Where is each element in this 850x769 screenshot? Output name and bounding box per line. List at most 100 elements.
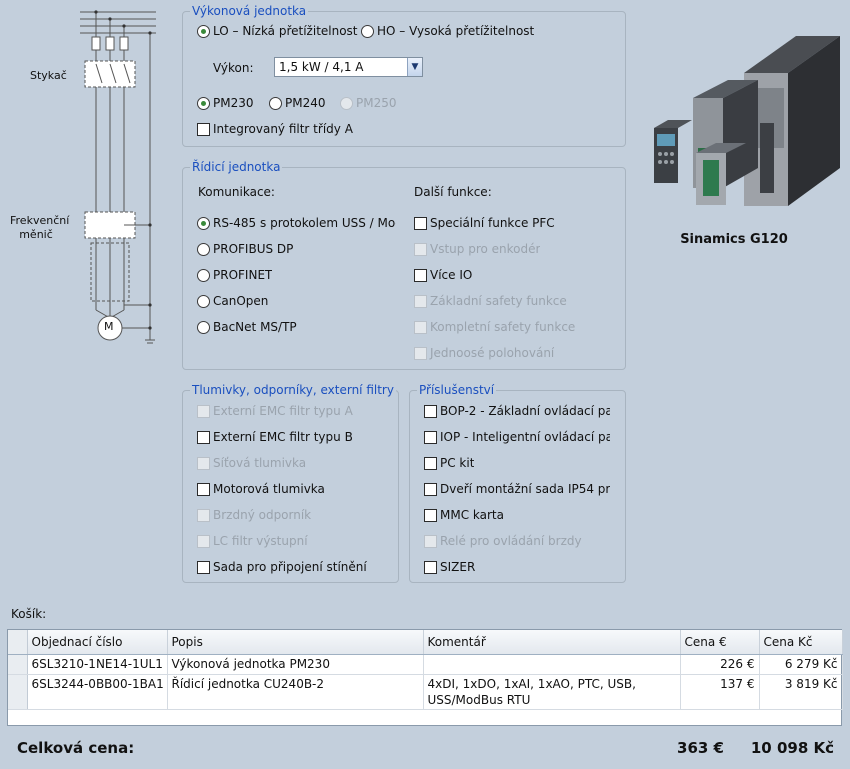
acc-door-kit-checkbox[interactable]: Dveří montážní sada IP54 pro BOP — [424, 481, 610, 497]
checkbox-box[interactable] — [424, 508, 437, 522]
column-header-comment[interactable]: Komentář — [423, 630, 681, 655]
function-pfc-checkbox[interactable]: Speciální funkce PFC — [414, 215, 555, 231]
cell-price-czk[interactable]: 3 819 Kč — [759, 674, 843, 710]
checkbox-box — [197, 404, 210, 418]
accessories-group: Příslušenství — [409, 383, 626, 583]
radio-circle[interactable] — [197, 268, 210, 282]
acc-sizer-checkbox[interactable]: SIZER — [424, 559, 475, 575]
acc-door-kit-label: Dveří montážní sada IP54 pro BOP — [440, 482, 610, 496]
integrated-filter-checkbox[interactable]: Integrovaný filtr třídy A — [197, 121, 353, 137]
row-header[interactable] — [8, 674, 28, 710]
checkbox-box — [414, 320, 427, 334]
comm-bacnet-radio[interactable]: BacNet MS/TP — [197, 319, 297, 335]
overload-ho-radio[interactable]: HO – Vysoká přetížitelnost — [361, 23, 534, 39]
checkbox-box[interactable] — [424, 560, 437, 574]
pm250-radio: PM250 — [340, 95, 397, 111]
checkbox-box[interactable] — [424, 456, 437, 470]
checkbox-box[interactable] — [424, 404, 437, 418]
table-row[interactable]: 6SL3210-1NE14-1UL1 Výkonová jednotka PM2… — [8, 654, 843, 675]
comm-canopen-label: CanOpen — [213, 294, 269, 308]
acc-iop-checkbox[interactable]: IOP - Inteligentní ovládací panel — [424, 429, 610, 445]
checkbox-box[interactable] — [197, 482, 210, 496]
cell-comment[interactable]: 4xDI, 1xDO, 1xAI, 1xAO, PTC, USB, USS/Mo… — [423, 674, 681, 710]
column-header-description[interactable]: Popis — [167, 630, 424, 655]
comm-bacnet-label: BacNet MS/TP — [213, 320, 297, 334]
power-unit-group: Výkonová jednotka — [182, 4, 626, 147]
cell-description[interactable]: Výkonová jednotka PM230 — [167, 654, 424, 675]
radio-circle[interactable] — [197, 294, 210, 308]
control-unit-title: Řídicí jednotka — [190, 160, 283, 174]
pm240-radio[interactable]: PM240 — [269, 95, 326, 111]
column-header-price-czk[interactable]: Cena Kč — [759, 630, 843, 655]
pm230-label: PM230 — [213, 96, 254, 110]
checkbox-box[interactable] — [414, 216, 427, 230]
function-more-io-label: Více IO — [430, 268, 473, 282]
functions-heading: Další funkce: — [414, 185, 492, 199]
filters-title: Tlumivky, odporníky, externí filtry — [190, 383, 396, 397]
cell-price-eur[interactable]: 226 € — [680, 654, 760, 675]
radio-circle[interactable] — [197, 320, 210, 334]
cell-order-no[interactable]: 6SL3244-0BB00-1BA1 — [27, 674, 168, 710]
total-eur: 363 € — [677, 739, 724, 757]
checkbox-box — [197, 534, 210, 548]
checkbox-box[interactable] — [414, 268, 427, 282]
checkbox-box[interactable] — [197, 430, 210, 444]
row-header[interactable] — [8, 654, 28, 675]
checkbox-box[interactable] — [197, 560, 210, 574]
comm-profinet-radio[interactable]: PROFINET — [197, 267, 272, 283]
filter-motor-reactor-checkbox[interactable]: Motorová tlumivka — [197, 481, 325, 497]
cell-price-czk[interactable]: 6 279 Kč — [759, 654, 843, 675]
filter-emc-b-checkbox[interactable]: Externí EMC filtr typu B — [197, 429, 353, 445]
power-unit-title: Výkonová jednotka — [190, 4, 309, 18]
function-pfc-label: Speciální funkce PFC — [430, 216, 555, 230]
chevron-down-icon[interactable]: ▼ — [407, 58, 422, 76]
filter-motor-reactor-label: Motorová tlumivka — [213, 482, 325, 496]
acc-pc-kit-checkbox[interactable]: PC kit — [424, 455, 474, 471]
function-more-io-checkbox[interactable]: Více IO — [414, 267, 472, 283]
cell-order-no[interactable]: 6SL3210-1NE14-1UL1 — [27, 654, 168, 675]
filter-lc-label: LC filtr výstupní — [213, 534, 308, 548]
filter-emc-a-checkbox: Externí EMC filtr typu A — [197, 403, 353, 419]
checkbox-box — [197, 456, 210, 470]
wiring-schematic: Stykač Frekvenční měnič M — [0, 0, 175, 360]
filter-brake-resistor-label: Brzdný odporník — [213, 508, 312, 522]
row-header-corner — [8, 630, 28, 655]
comm-canopen-radio[interactable]: CanOpen — [197, 293, 268, 309]
acc-pc-kit-label: PC kit — [440, 456, 475, 470]
radio-circle[interactable] — [197, 96, 210, 110]
checkbox-box[interactable] — [424, 482, 437, 496]
total-label: Celková cena: — [17, 739, 135, 757]
cell-price-eur[interactable]: 137 € — [680, 674, 760, 710]
comm-profibus-radio[interactable]: PROFIBUS DP — [197, 241, 293, 257]
checkbox-box[interactable] — [197, 122, 210, 136]
cell-comment[interactable] — [423, 654, 681, 675]
acc-brake-relay-label: Relé pro ovládání brzdy — [440, 534, 582, 548]
column-header-order-no[interactable]: Objednací číslo — [27, 630, 168, 655]
overload-lo-radio[interactable]: LO – Nízká přetížitelnost — [197, 23, 358, 39]
function-full-safety-checkbox: Kompletní safety funkce — [414, 319, 575, 335]
integrated-filter-label: Integrovaný filtr třídy A — [213, 122, 353, 136]
product-image — [648, 28, 844, 208]
table-row[interactable]: 6SL3244-0BB00-1BA1 Řídicí jednotka CU240… — [8, 674, 843, 710]
radio-circle[interactable] — [269, 96, 282, 110]
checkbox-box[interactable] — [424, 430, 437, 444]
radio-circle[interactable] — [197, 216, 210, 230]
function-encoder-checkbox: Vstup pro enkodér — [414, 241, 540, 257]
filter-shield-kit-checkbox[interactable]: Sada pro připojení stínění — [197, 559, 367, 575]
pm230-radio[interactable]: PM230 — [197, 95, 254, 111]
comm-rs485-radio[interactable]: RS-485 s protokolem USS / Modbus — [197, 215, 396, 231]
power-select[interactable]: 1,5 kW / 4,1 A ▼ — [274, 57, 423, 77]
radio-circle[interactable] — [361, 24, 374, 38]
filter-line-reactor-checkbox: Síťová tlumivka — [197, 455, 306, 471]
checkbox-box — [414, 294, 427, 308]
filters-group: Tlumivky, odporníky, externí filtry — [182, 383, 399, 583]
acc-mmc-checkbox[interactable]: MMC karta — [424, 507, 504, 523]
cell-description[interactable]: Řídicí jednotka CU240B-2 — [167, 674, 424, 710]
radio-circle[interactable] — [197, 24, 210, 38]
radio-circle[interactable] — [197, 242, 210, 256]
function-basic-safety-checkbox: Základní safety funkce — [414, 293, 567, 309]
column-header-price-eur[interactable]: Cena € — [680, 630, 760, 655]
acc-bop2-checkbox[interactable]: BOP-2 - Základní ovládací panel — [424, 403, 610, 419]
filter-emc-b-label: Externí EMC filtr typu B — [213, 430, 353, 444]
cart-header-row: Objednací číslo Popis Komentář Cena € Ce… — [8, 630, 843, 655]
